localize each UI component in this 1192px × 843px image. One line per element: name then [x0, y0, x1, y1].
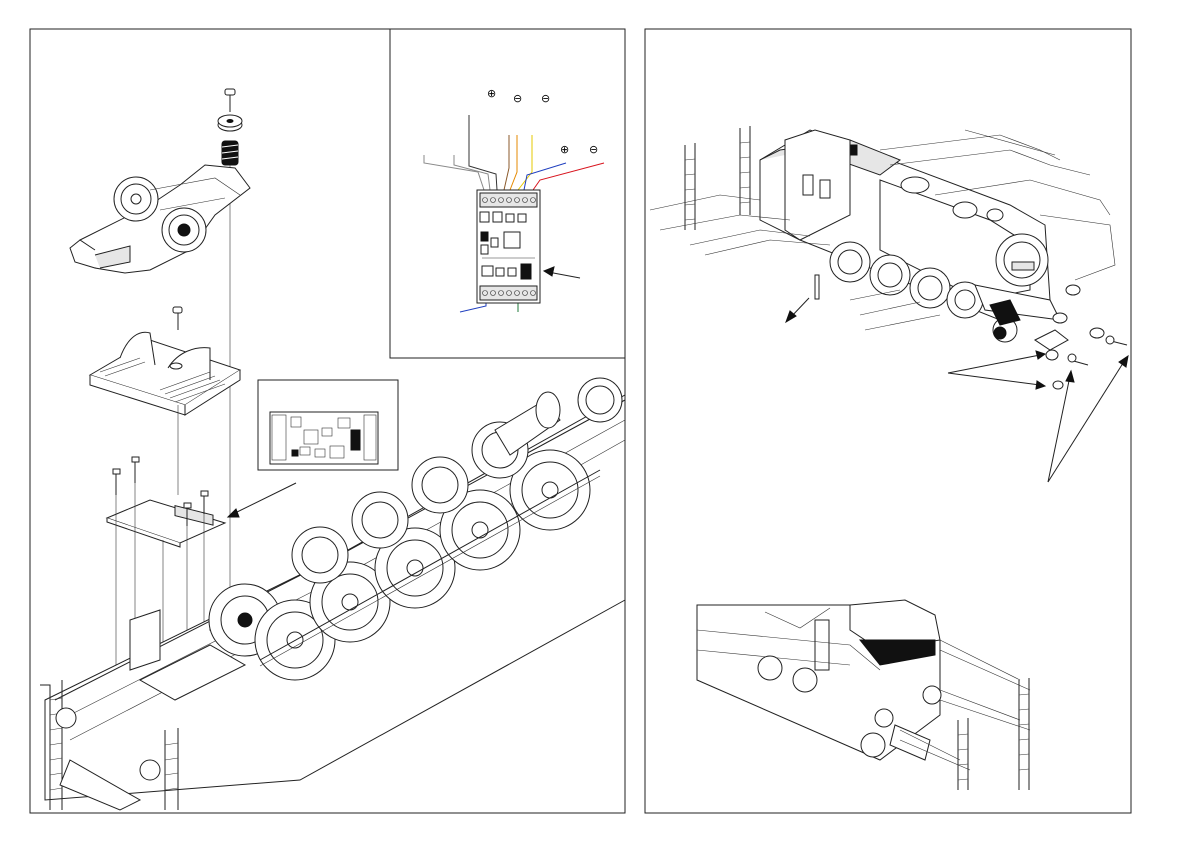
wire-blue	[524, 163, 566, 190]
decoder-wiring-inset: ⊕ ⊖ ⊖ ⊕ ⊖	[390, 29, 625, 358]
cradle-group	[90, 307, 240, 495]
wire-red	[533, 163, 604, 190]
minus-symbol-2: ⊖	[541, 92, 550, 105]
ladder-icon	[958, 718, 968, 790]
wire-orange	[510, 135, 517, 190]
bogie-frame	[70, 165, 250, 273]
washer-icon	[218, 115, 242, 131]
decoder-board-icon	[477, 190, 540, 303]
wire-black-1	[469, 115, 497, 190]
ladder-icon	[685, 143, 695, 230]
screw-icon	[201, 491, 208, 514]
wire-yellow	[518, 135, 532, 190]
arrow-icon	[786, 298, 809, 322]
screw-icon	[113, 469, 120, 495]
plus-symbol-2: ⊕	[560, 143, 569, 156]
arrow-icon	[948, 351, 1045, 389]
minus-symbol-3: ⊖	[589, 143, 598, 156]
screw-icon	[225, 89, 235, 112]
ladder-icon	[1019, 678, 1029, 790]
minus-symbol-1: ⊖	[513, 92, 522, 105]
wiring-symbols: ⊕ ⊖ ⊖ ⊕ ⊖	[487, 87, 598, 156]
coupler-parts	[1035, 328, 1127, 389]
locomotive-rear-view	[697, 600, 1030, 790]
decoder-board-inset	[258, 380, 398, 470]
screw-icon	[132, 457, 139, 483]
arrow-icon	[228, 483, 296, 517]
ladder-icon	[740, 126, 750, 215]
plus-symbol-1: ⊕	[487, 87, 496, 100]
wire-gray-2	[454, 155, 490, 190]
screw-icon	[173, 307, 182, 330]
arrow-icon	[544, 267, 580, 278]
arrow-icon	[1048, 356, 1128, 482]
wire-brown	[504, 135, 509, 190]
spring-icon	[222, 141, 238, 165]
locomotive-exploded-view	[650, 126, 1128, 482]
